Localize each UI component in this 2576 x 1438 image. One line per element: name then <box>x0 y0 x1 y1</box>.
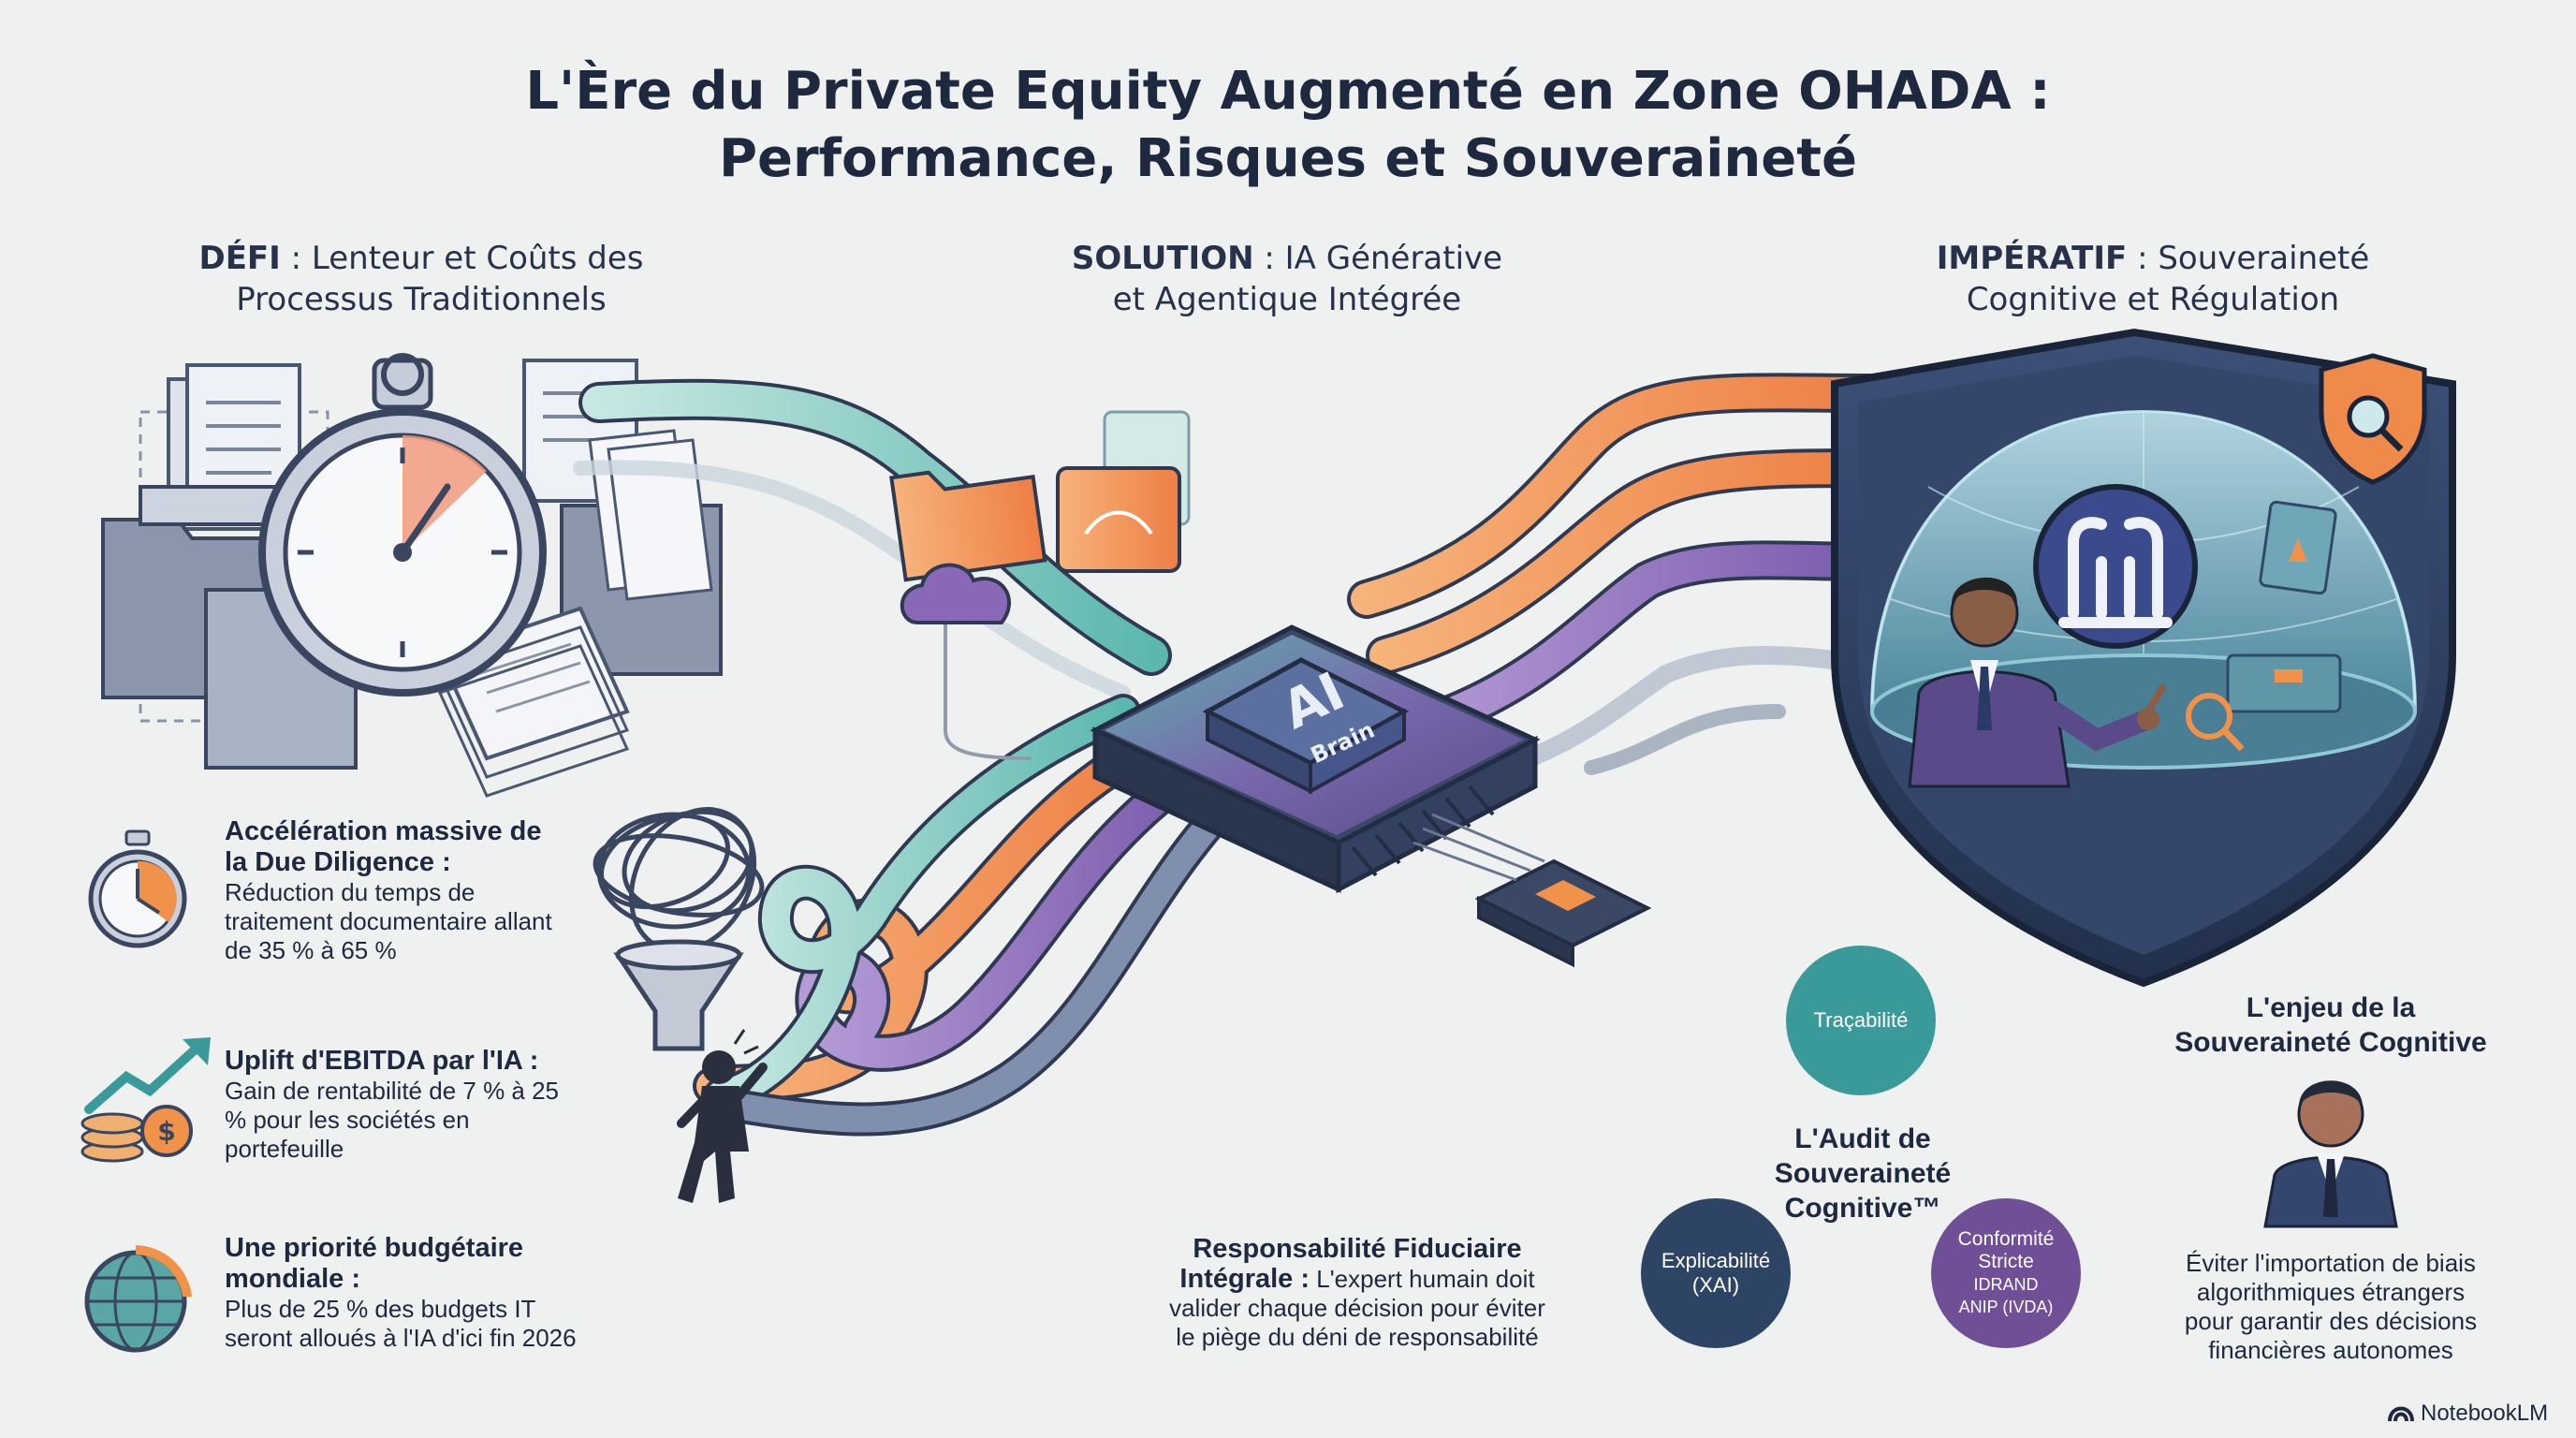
stat-due-diligence: Accélération massive de la Due Diligence… <box>225 816 562 965</box>
frustrated-person-icon <box>677 1029 768 1203</box>
stat-title: Uplift d'EBITDA par l'IA : <box>225 1046 539 1076</box>
floating-folder-icon <box>889 470 1047 582</box>
audit-title-2: Souveraineté <box>1774 1158 1952 1189</box>
solution-label: SOLUTION <box>1071 240 1254 277</box>
cloud-icon <box>900 563 1012 624</box>
stat-ebitda: Uplift d'EBITDA par l'IA : Gain de renta… <box>225 1046 580 1164</box>
fiduciary-text-2: valider chaque décision pour éviter <box>1169 1294 1545 1322</box>
enjeu-text-3: pour garantir des décisions <box>2184 1307 2478 1335</box>
large-stopwatch-icon <box>258 353 547 697</box>
audit-title-1: L'Audit de <box>1794 1123 1931 1154</box>
tangled-funnel-icon <box>593 807 765 1051</box>
solution-line-1: : IA Générative <box>1253 240 1503 277</box>
stat-text: Plus de 25 % des budgets IT seront allou… <box>225 1295 577 1352</box>
conformite-text-2: Stricte <box>1978 1251 2034 1272</box>
conformite-text-1: Conformité <box>1957 1228 2055 1250</box>
enjeu-title-1: L'enjeu de la <box>2246 992 2416 1023</box>
stat-budget: Une priorité budgétaire mondiale : Plus … <box>225 1233 599 1353</box>
conformite-circle <box>1931 1198 2081 1348</box>
imperatif-line-1: : Souveraineté <box>2127 240 2370 277</box>
enjeu-text-2: algorithmiques étrangers <box>2196 1278 2466 1306</box>
notebooklm-brand: NotebookLM <box>2421 1401 2548 1427</box>
small-chip-icon <box>1412 813 1652 968</box>
stat-title: Accélération massive de la Due Diligence… <box>225 816 542 877</box>
explicabilite-circle <box>1641 1198 1791 1348</box>
enjeu-text: Éviter l'importation de biais algorithmi… <box>2115 1249 2546 1365</box>
explicabilite-text-1: Explicabilité <box>1661 1249 1771 1272</box>
defi-line-1: : Lenteur et Coûts des <box>280 240 644 277</box>
stopwatch-icon <box>88 829 187 948</box>
audit-title-3: Cognitive™ <box>1784 1193 1941 1224</box>
imperatif-label: IMPÉRATIF <box>1936 240 2128 277</box>
sovereignty-shield <box>1831 328 2456 988</box>
stat-text: Réduction du temps de traitement documen… <box>225 878 552 964</box>
tracabilite-text: Traçabilité <box>1813 1008 1909 1032</box>
title-line-2: Performance, Risques et Souveraineté <box>718 128 1858 189</box>
tracabilite-label: Traçabilité <box>1786 946 1936 1095</box>
enjeu-text-4: financières autonomes <box>2208 1336 2453 1364</box>
fiduciary-text-1: L'expert humain doit <box>1310 1265 1535 1293</box>
fiduciary-lead: Intégrale : <box>1179 1264 1310 1294</box>
advisor-avatar <box>2263 1080 2398 1228</box>
solution-line-2: et Agentique Intégrée <box>1112 281 1462 318</box>
svg-text:$: $ <box>157 1116 175 1147</box>
page-title: L'Ère du Private Equity Augmenté en Zone… <box>0 58 2576 193</box>
explicabilite-label: Explicabilité(XAI) <box>1641 1198 1791 1348</box>
floating-document-card <box>1056 410 1191 573</box>
conformite-text-3: IDRAND <box>1973 1275 2039 1294</box>
ai-brain-chip <box>1090 624 1541 894</box>
fiduciary-title: Responsabilité Fiduciaire <box>1193 1234 1522 1264</box>
enjeu-text-1: Éviter l'importation de biais <box>2186 1249 2476 1277</box>
tracabilite-circle <box>1786 946 1936 1095</box>
defi-line-2: Processus Traditionnels <box>236 281 607 318</box>
conformite-label: Conformité Stricte IDRAND ANIP (IVDA) <box>1931 1198 2081 1348</box>
stat-text: Gain de rentabilité de 7 % à 25 % pour l… <box>225 1077 560 1163</box>
data-ribbons <box>573 373 1892 1137</box>
stat-title: Une priorité budgétaire mondiale : <box>225 1233 524 1294</box>
brand-label: NotebookLM <box>2421 1401 2549 1426</box>
shield-magnifier-badge <box>2319 353 2427 485</box>
growth-coins-icon: $ <box>80 1037 211 1163</box>
explicabilite-text-2: (XAI) <box>1691 1273 1740 1297</box>
enjeu-title: L'enjeu de la Souveraineté Cognitive <box>2134 990 2527 1060</box>
audit-title: L'Audit de Souveraineté Cognitive™ <box>1722 1122 2003 1225</box>
fiduciary-block: Responsabilité Fiduciaire Intégrale : L'… <box>1142 1234 1573 1352</box>
defi-heading: DÉFI : Lenteur et Coûts des Processus Tr… <box>150 238 693 320</box>
defi-label: DÉFI <box>198 240 281 277</box>
enjeu-title-2: Souveraineté Cognitive <box>2174 1027 2487 1058</box>
fiduciary-text-3: le piège du déni de responsabilité <box>1176 1323 1539 1351</box>
title-line-1: L'Ère du Private Equity Augmenté en Zone… <box>525 61 2051 122</box>
imperatif-line-2: Cognitive et Régulation <box>1966 281 2340 318</box>
documents-cluster <box>101 359 723 798</box>
conformite-text-4: ANIP (IVDA) <box>1958 1298 2054 1316</box>
globe-icon <box>84 1245 192 1353</box>
imperatif-heading: IMPÉRATIF : Souveraineté Cognitive et Ré… <box>1872 238 2434 320</box>
solution-heading: SOLUTION : IA Générative et Agentique In… <box>1011 238 1563 320</box>
notebooklm-logo-icon <box>2388 1406 2414 1422</box>
